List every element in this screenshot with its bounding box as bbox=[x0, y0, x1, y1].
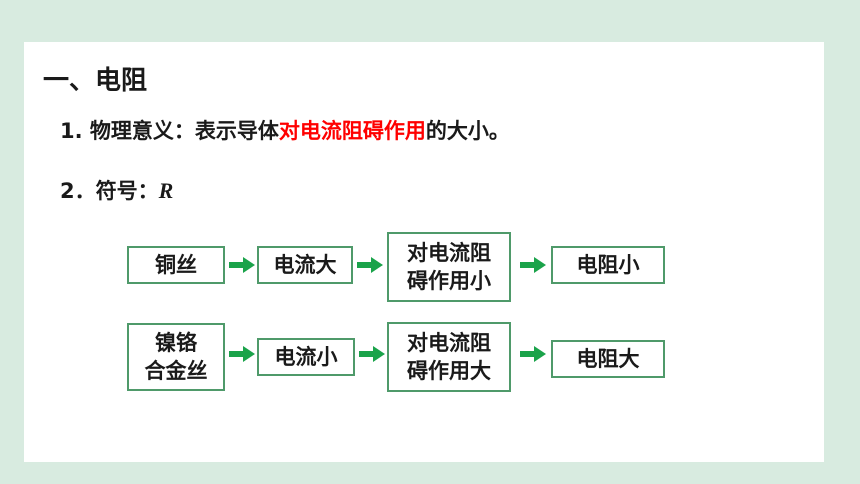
flow-box-text: 碍作用小 bbox=[407, 269, 491, 293]
flow-box-text: 合金丝 bbox=[144, 359, 208, 383]
definition-text-post: 的大小。 bbox=[425, 119, 510, 143]
flow-box-effect: 对电流阻碍作用小 bbox=[387, 232, 511, 302]
flow-box-material: 铜丝 bbox=[127, 246, 225, 284]
flow-box-material: 镍铬合金丝 bbox=[127, 323, 225, 391]
flow-box-text: 电流大 bbox=[273, 253, 337, 277]
flow-box-text: 对电流阻 bbox=[407, 241, 491, 265]
flow-box-result: 电阻大 bbox=[551, 340, 665, 378]
flow-box-text: 电阻大 bbox=[576, 347, 640, 371]
flow-box-text: 对电流阻 bbox=[407, 331, 491, 355]
flow-box-current: 电流小 bbox=[257, 338, 355, 376]
flow-box-text: 铜丝 bbox=[155, 253, 197, 277]
right-arrow-icon bbox=[520, 346, 546, 362]
definition-text-pre: 表示导体 bbox=[194, 119, 279, 143]
flow-box-effect: 对电流阻碍作用大 bbox=[387, 322, 511, 392]
right-arrow-icon bbox=[359, 346, 385, 362]
right-arrow-icon bbox=[520, 257, 546, 273]
flow-box-text: 电阻小 bbox=[576, 253, 640, 277]
flow-box-text: 电流小 bbox=[274, 345, 338, 369]
right-arrow-icon bbox=[229, 346, 255, 362]
flow-box-text: 镍铬 bbox=[155, 331, 197, 355]
definition-label: 1. 物理意义： bbox=[60, 119, 195, 143]
right-arrow-icon bbox=[357, 257, 383, 273]
right-arrow-icon bbox=[229, 257, 255, 273]
flow-box-current: 电流大 bbox=[257, 246, 353, 284]
symbol-label: 2．符号： bbox=[60, 179, 159, 203]
definition-highlight: 对电流阻碍作用 bbox=[278, 119, 426, 143]
section-heading: 一、电阻 bbox=[43, 66, 148, 96]
definition-line: 1. 物理意义：表示导体对电流阻碍作用的大小。 bbox=[60, 115, 510, 145]
flow-box-text: 碍作用大 bbox=[407, 359, 491, 383]
symbol-value: R bbox=[158, 178, 174, 203]
symbol-line: 2．符号：R bbox=[60, 175, 173, 205]
flow-box-result: 电阻小 bbox=[551, 246, 665, 284]
